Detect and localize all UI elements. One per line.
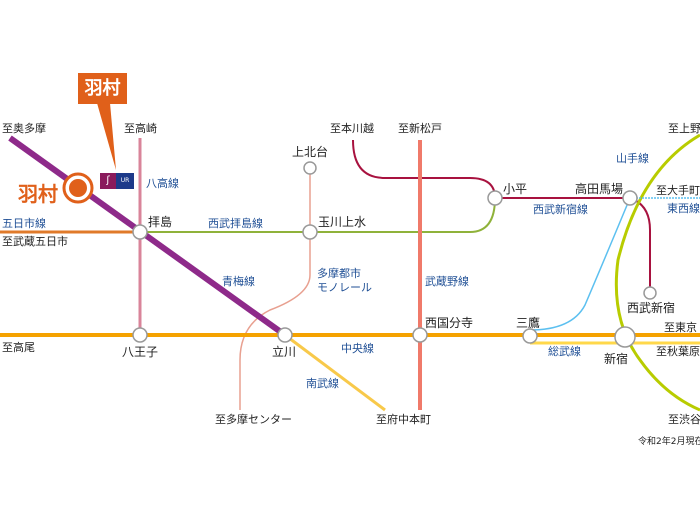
tozai-mitaka-line (529, 197, 631, 331)
station-shinjuku-label[interactable]: 新宿 (604, 352, 629, 366)
ome-line (8, 135, 287, 338)
date-note: 令和2年2月現在 (638, 437, 700, 447)
dir-shibuya: 至渋谷 (668, 413, 700, 426)
station-tamagawajosui-label[interactable]: 玉川上水 (318, 215, 367, 229)
dir-ueno: 至上野 (668, 122, 700, 135)
station-kamikitadai-marker (303, 161, 317, 175)
dir-musashiitsukaichi: 至武蔵五日市 (2, 235, 68, 248)
station-nishikokubunji-marker (412, 327, 428, 343)
station-shinjuku-marker (614, 326, 636, 348)
dir-shinmatsudo: 至新松戸 (398, 122, 442, 135)
dir-takao: 至高尾 (2, 341, 35, 354)
line-seibushinjuku-label: 西武新宿線 (533, 203, 588, 216)
dir-akihabara: 至秋葉原 (656, 345, 700, 358)
station-haijima-label[interactable]: 拝島 (148, 215, 173, 229)
station-kodaira-label[interactable]: 小平 (503, 182, 528, 196)
station-kamikitadai-label[interactable]: 上北台 (292, 145, 329, 159)
station-hamura-label[interactable]: 羽村 (18, 182, 58, 206)
dir-okutama: 至奥多摩 (2, 122, 46, 135)
seibu-shinjuku-line (352, 139, 651, 293)
line-ome-label: 青梅線 (222, 275, 255, 288)
line-seibuhaijima-label: 西武拝島線 (208, 217, 263, 230)
dir-takasaki: 至高崎 (124, 122, 157, 135)
station-seibushinjuku-marker (643, 286, 657, 300)
line-itsukaichi-label: 五日市線 (2, 217, 46, 230)
station-kodaira-marker (487, 190, 503, 206)
station-mitaka-marker (522, 328, 538, 344)
station-tachikawa-label[interactable]: 立川 (272, 345, 297, 359)
station-tachikawa-marker (277, 327, 293, 343)
line-yamanote-label: 山手線 (616, 152, 649, 165)
station-seibushinjuku-label[interactable]: 西武新宿 (627, 301, 676, 315)
station-takadanobaba-label[interactable]: 高田馬場 (575, 182, 624, 196)
station-takadanobaba-marker (622, 190, 638, 206)
station-hachioji-marker (132, 327, 148, 343)
station-nishikokubunji-label[interactable]: 西国分寺 (425, 316, 474, 330)
nambu-line (284, 333, 386, 412)
line-monorail-label-1: 多摩都市 (317, 267, 361, 280)
dir-honkawagoe: 至本川越 (330, 122, 374, 135)
monorail-line (239, 168, 311, 410)
station-tamagawajosui-marker (302, 224, 318, 240)
callout-pointer (97, 103, 116, 170)
line-monorail-label-2: モノレール (317, 281, 372, 294)
hamura-callout: 羽村 (78, 73, 127, 104)
dir-tokyo: 至東京 (664, 321, 697, 334)
station-haijima-marker (132, 224, 148, 240)
line-musashino-label: 武蔵野線 (425, 275, 469, 288)
dir-otemachi: 至大手町 (656, 184, 700, 197)
line-tozai-label: 東西線 (667, 202, 700, 215)
dir-tamacenter: 至多摩センター (215, 413, 292, 426)
dir-fuchuhommachi: 至府中本町 (376, 413, 431, 426)
yamanote-line (614, 133, 700, 412)
station-hachioji-label[interactable]: 八王子 (122, 345, 159, 359)
line-nambu-label: 南武線 (306, 377, 339, 390)
line-hachiko-label: 八高線 (146, 177, 179, 190)
line-chuo-label: 中央線 (341, 342, 374, 355)
station-mitaka-label[interactable]: 三鷹 (516, 316, 541, 330)
line-sobu-label: 総武線 (548, 345, 581, 358)
